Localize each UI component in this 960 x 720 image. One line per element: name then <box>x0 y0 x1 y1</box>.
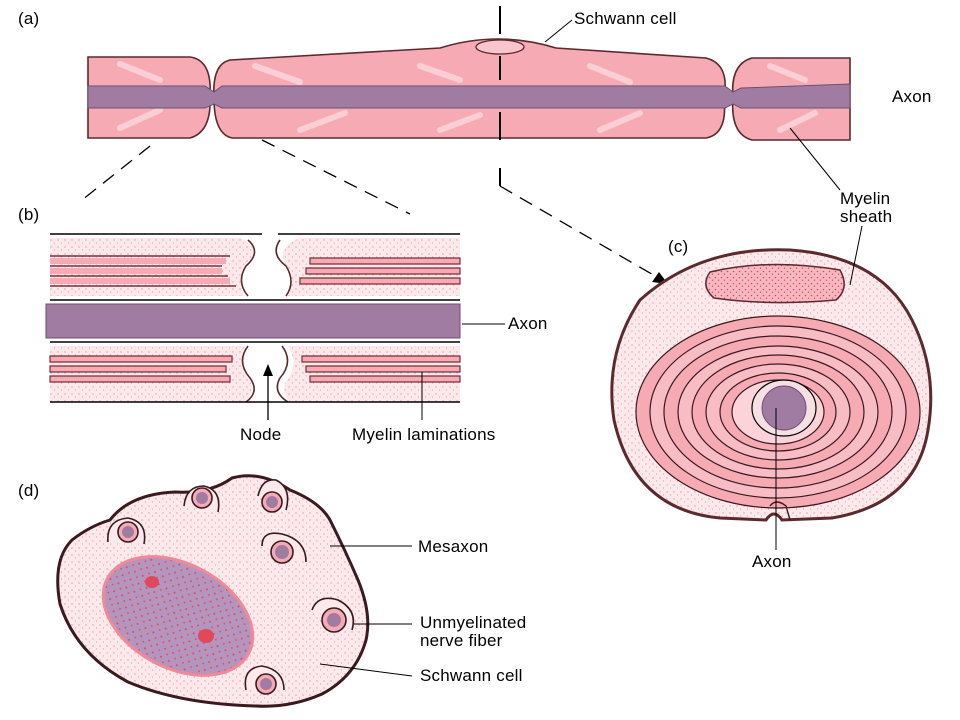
schwann-nucleus-large <box>101 555 255 677</box>
schwann-cell-label-d: Schwann cell <box>420 666 523 685</box>
panel-a-longitudinal-view <box>81 6 851 284</box>
myelin-laminations-label: Myelin laminations <box>352 425 496 444</box>
axon-label-c: Axon <box>752 552 792 571</box>
panel-b-node-detail <box>45 233 505 420</box>
axon-label-b: Axon <box>508 314 548 333</box>
axon-label-a: Axon <box>892 87 932 106</box>
axon-bar <box>45 303 461 339</box>
unmyelinated-fibers <box>107 479 355 695</box>
panel-d-unmyelinated <box>56 474 413 708</box>
panel-b-tag: (b) <box>18 205 40 224</box>
node-label: Node <box>240 425 282 444</box>
axon-core <box>761 385 807 431</box>
schwann-nucleus <box>475 39 525 55</box>
unmyelinated-label: Unmyelinated nerve fiber <box>420 613 527 650</box>
myelin-sheath-label: Myelin sheath <box>840 189 893 226</box>
panel-d-tag: (d) <box>18 481 40 500</box>
panel-a-tag: (a) <box>18 9 40 28</box>
axon-band <box>87 83 851 109</box>
mesaxon-label: Mesaxon <box>418 537 489 556</box>
schwann-cell-label-a: Schwann cell <box>574 9 677 28</box>
panel-c-cross-section <box>610 225 933 550</box>
panel-c-tag: (c) <box>668 237 689 256</box>
